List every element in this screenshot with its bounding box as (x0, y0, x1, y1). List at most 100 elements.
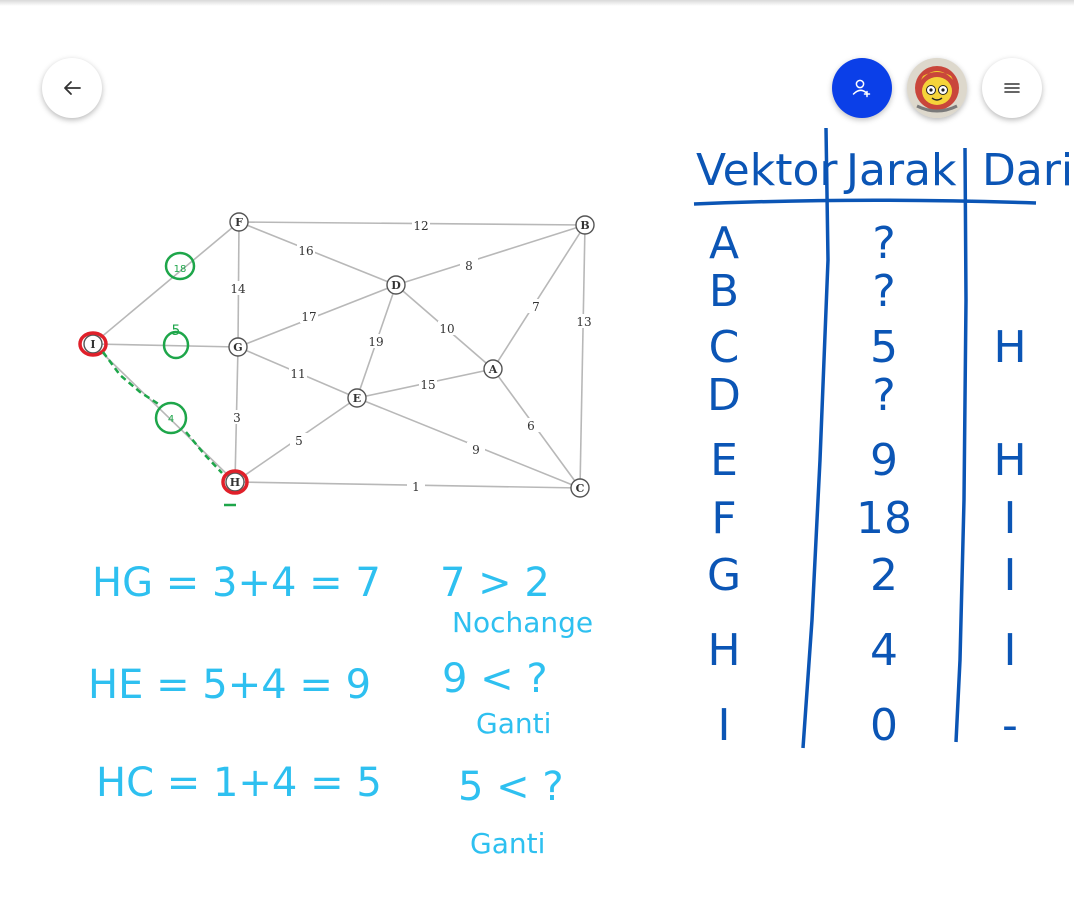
edge-weight-label: 14 (230, 282, 246, 296)
edge-weight-label: 16 (298, 244, 313, 258)
table-header-divider (693, 198, 1037, 206)
table-header-vektor: Vektor (696, 145, 838, 196)
note-equation: HE = 5+4 = 9 (88, 662, 371, 708)
table-cell-dari: - (1002, 700, 1018, 751)
table-cell-jarak: 2 (870, 550, 898, 601)
table-cell-dari: H (993, 322, 1026, 373)
note-comparison: 5 < ? (458, 764, 564, 810)
table-cell-vektor: I (718, 700, 731, 751)
edge-label-bg (407, 479, 425, 493)
graph-edge-b-d (395, 224, 586, 286)
graph-edge-f-i (92, 221, 240, 345)
graph-node-label: C (576, 482, 585, 495)
graph-node-e (347, 388, 367, 408)
graph-node-label: A (488, 363, 498, 376)
table-cell-dari: I (1004, 625, 1017, 676)
edge-label-bg (300, 309, 318, 323)
table-cell-dari: I (1004, 550, 1017, 601)
edge-weight-label: 17 (301, 310, 316, 324)
edge-label-bg (289, 366, 307, 380)
graph-node-g (228, 337, 248, 357)
table-cell-jarak: ? (872, 266, 895, 317)
weight-2-mark (162, 330, 190, 360)
edge-label-bg (228, 410, 246, 424)
edge-weight-label: 12 (413, 219, 428, 233)
edge-label-bg (229, 281, 247, 295)
table-cell-vektor: D (707, 370, 741, 421)
graph-node-label: I (90, 338, 95, 351)
table-cell-vektor: H (707, 625, 740, 676)
table-cell-jarak: ? (872, 218, 895, 269)
table-cell-vektor: E (710, 435, 738, 486)
graph-node-b (575, 215, 595, 235)
graph-edge-b-a (492, 224, 586, 370)
edge-weight-label: 9 (472, 443, 480, 457)
green-weight: 5 (172, 323, 181, 339)
edge-label-bg (367, 334, 385, 348)
weight-4-mark (154, 401, 188, 435)
back-button[interactable] (42, 58, 102, 118)
table-cell-vektor: C (709, 322, 740, 373)
edge-label-bg (522, 418, 540, 432)
graph-annotations: 18 5 4 (78, 251, 249, 507)
note-equation: HC = 1+4 = 5 (96, 760, 382, 806)
note-result: Nochange (452, 606, 593, 639)
green-weight: 4 (168, 414, 174, 425)
node-i-highlight (78, 331, 108, 357)
table-cell-jarak: 5 (870, 322, 898, 373)
graph-node-label: F (235, 216, 243, 229)
edge-weight-label: 11 (290, 367, 305, 381)
graph-node-label: H (230, 476, 240, 489)
edge-weight-label: 15 (420, 378, 435, 392)
table-cell-dari: I (1004, 493, 1017, 544)
edge-weight-label: 7 (532, 300, 540, 314)
edge-weight-label: 8 (465, 259, 473, 273)
table-cell-vektor: A (709, 218, 739, 269)
path-i-h-mark (101, 351, 223, 474)
top-shadow (0, 0, 1074, 6)
note-comparison: 7 > 2 (440, 560, 550, 606)
share-button[interactable] (832, 58, 892, 118)
table-cell-jarak: 4 (870, 625, 898, 676)
graph-node-label: E (353, 392, 361, 405)
table-cell-vektor: B (709, 266, 739, 317)
graph-edge-i-g (92, 343, 239, 348)
edge-label-bg (290, 433, 308, 447)
green-weight: 18 (174, 264, 187, 275)
table-cell-jarak: 9 (870, 435, 898, 486)
table-header-jarak: Jarak (843, 145, 957, 196)
edge-label-bg (412, 218, 430, 232)
arrow-left-icon (60, 76, 84, 100)
note-result: Ganti (470, 827, 545, 860)
avatar-image (907, 58, 967, 118)
table-cell-vektor: G (707, 550, 741, 601)
graph-node-label: G (233, 341, 242, 354)
table-header-dari: Dari (982, 145, 1073, 196)
graph-node-i (83, 334, 103, 354)
edge-label-bg (297, 243, 315, 257)
graph-node-d (386, 275, 406, 295)
graph-node-a (483, 359, 503, 379)
node-h-highlight (221, 469, 249, 495)
table-column-divider (954, 147, 968, 743)
user-avatar[interactable] (907, 58, 967, 118)
add-person-icon (850, 76, 874, 100)
note-equation: HG = 3+4 = 7 (92, 560, 381, 606)
edge-weight-label: 10 (439, 322, 454, 336)
graph-edge-f-d (238, 221, 397, 286)
graph-node-label: B (580, 219, 589, 232)
edge-weight-label: 1 (412, 480, 420, 494)
table-cell-jarak: ? (872, 370, 895, 421)
graph-node-f (229, 212, 249, 232)
table-cell-jarak: 0 (870, 700, 898, 751)
edge-weight-label: 3 (233, 411, 241, 425)
menu-button[interactable] (982, 58, 1042, 118)
note-comparison: 9 < ? (442, 656, 548, 702)
edge-weight-label: 6 (527, 419, 535, 433)
graph-edge-i-h (92, 343, 236, 483)
edge-weight-label: 13 (576, 315, 591, 329)
table-cell-dari: H (993, 435, 1026, 486)
